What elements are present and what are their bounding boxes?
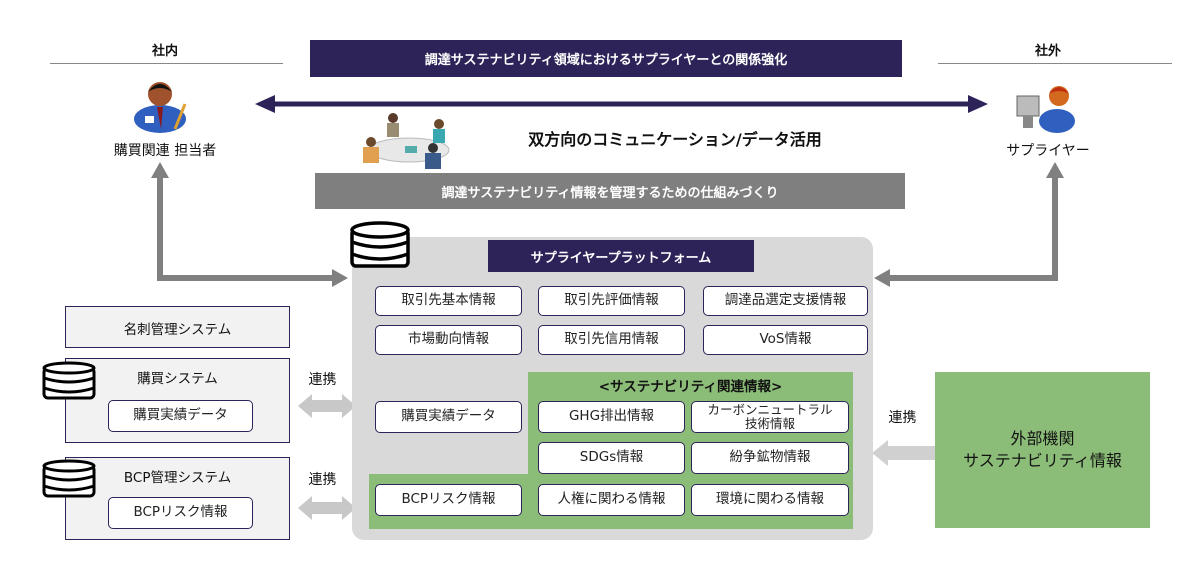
link-label: 連携 [888,410,917,426]
database-icon [42,361,96,400]
link-arrow-purchase [298,394,356,418]
communication-text: 双方向のコミュニケーション/データ活用 [528,130,822,149]
system-title: 購買システム [137,371,218,387]
sustainability-item: 環境に関わる情報 [691,484,849,516]
external-org-box: 外部機関 サステナビリティ情報 [935,372,1150,528]
external-heading: 社外 [1034,44,1061,59]
info-box: 取引先信用情報 [538,325,685,355]
top-banner: 調達サステナビリティ領域におけるサプライヤーとの関係強化 [310,40,902,77]
info-box: 取引先評価情報 [538,286,685,316]
link-arrow-bcp [298,496,356,520]
supplier-person-icon [1016,86,1075,133]
person-staff-icon [134,82,187,133]
external-org-line1: 外部機関 [1010,428,1075,448]
database-icon [42,459,96,498]
supplier-label: サプライヤー [1006,143,1090,159]
business-card-system: 名刺管理システム [65,306,290,348]
system-title: 名刺管理システム [123,322,232,338]
sustainability-item: GHG排出情報 [538,401,685,433]
link-arrow-external [872,440,935,466]
info-box: 取引先基本情報 [375,286,522,316]
info-box: 調達品選定支援情報 [703,286,868,316]
internal-heading: 社内 [151,44,178,59]
sustainability-title: <サステナビリティ関連情報> [598,379,783,395]
mechanism-banner: 調達サステナビリティ情報を管理するための仕組みづくり [315,173,905,209]
staff-label: 購買関連 担当者 [113,143,217,159]
system-title: BCP管理システム [123,470,232,486]
right-gray-arrow [888,175,1058,281]
purchase-data-box: 購買実績データ [375,401,522,433]
info-box: VoS情報 [703,325,868,355]
sustainability-item: カーボンニュートラル 技術情報 [691,401,849,433]
meeting-illustration-icon [363,113,450,169]
platform-title: サプライヤープラットフォーム [488,240,754,272]
external-org-line2: サステナビリティ情報 [963,451,1122,470]
info-box: 市場動向情報 [375,325,522,355]
sustainability-item: 紛争鉱物情報 [691,442,849,474]
left-gray-arrow [157,175,335,281]
link-label: 連携 [308,372,337,388]
divider [50,63,283,64]
sustainability-item: 人権に関わる情報 [538,484,685,516]
system-item: BCPリスク情報 [108,497,253,529]
divider [938,63,1172,64]
bcp-risk-box: BCPリスク情報 [375,484,522,516]
database-icon [350,221,410,268]
bidirectional-arrow [255,95,988,113]
link-label: 連携 [308,472,337,488]
system-item: 購買実績データ [108,400,253,432]
sustainability-item: SDGs情報 [538,442,685,474]
